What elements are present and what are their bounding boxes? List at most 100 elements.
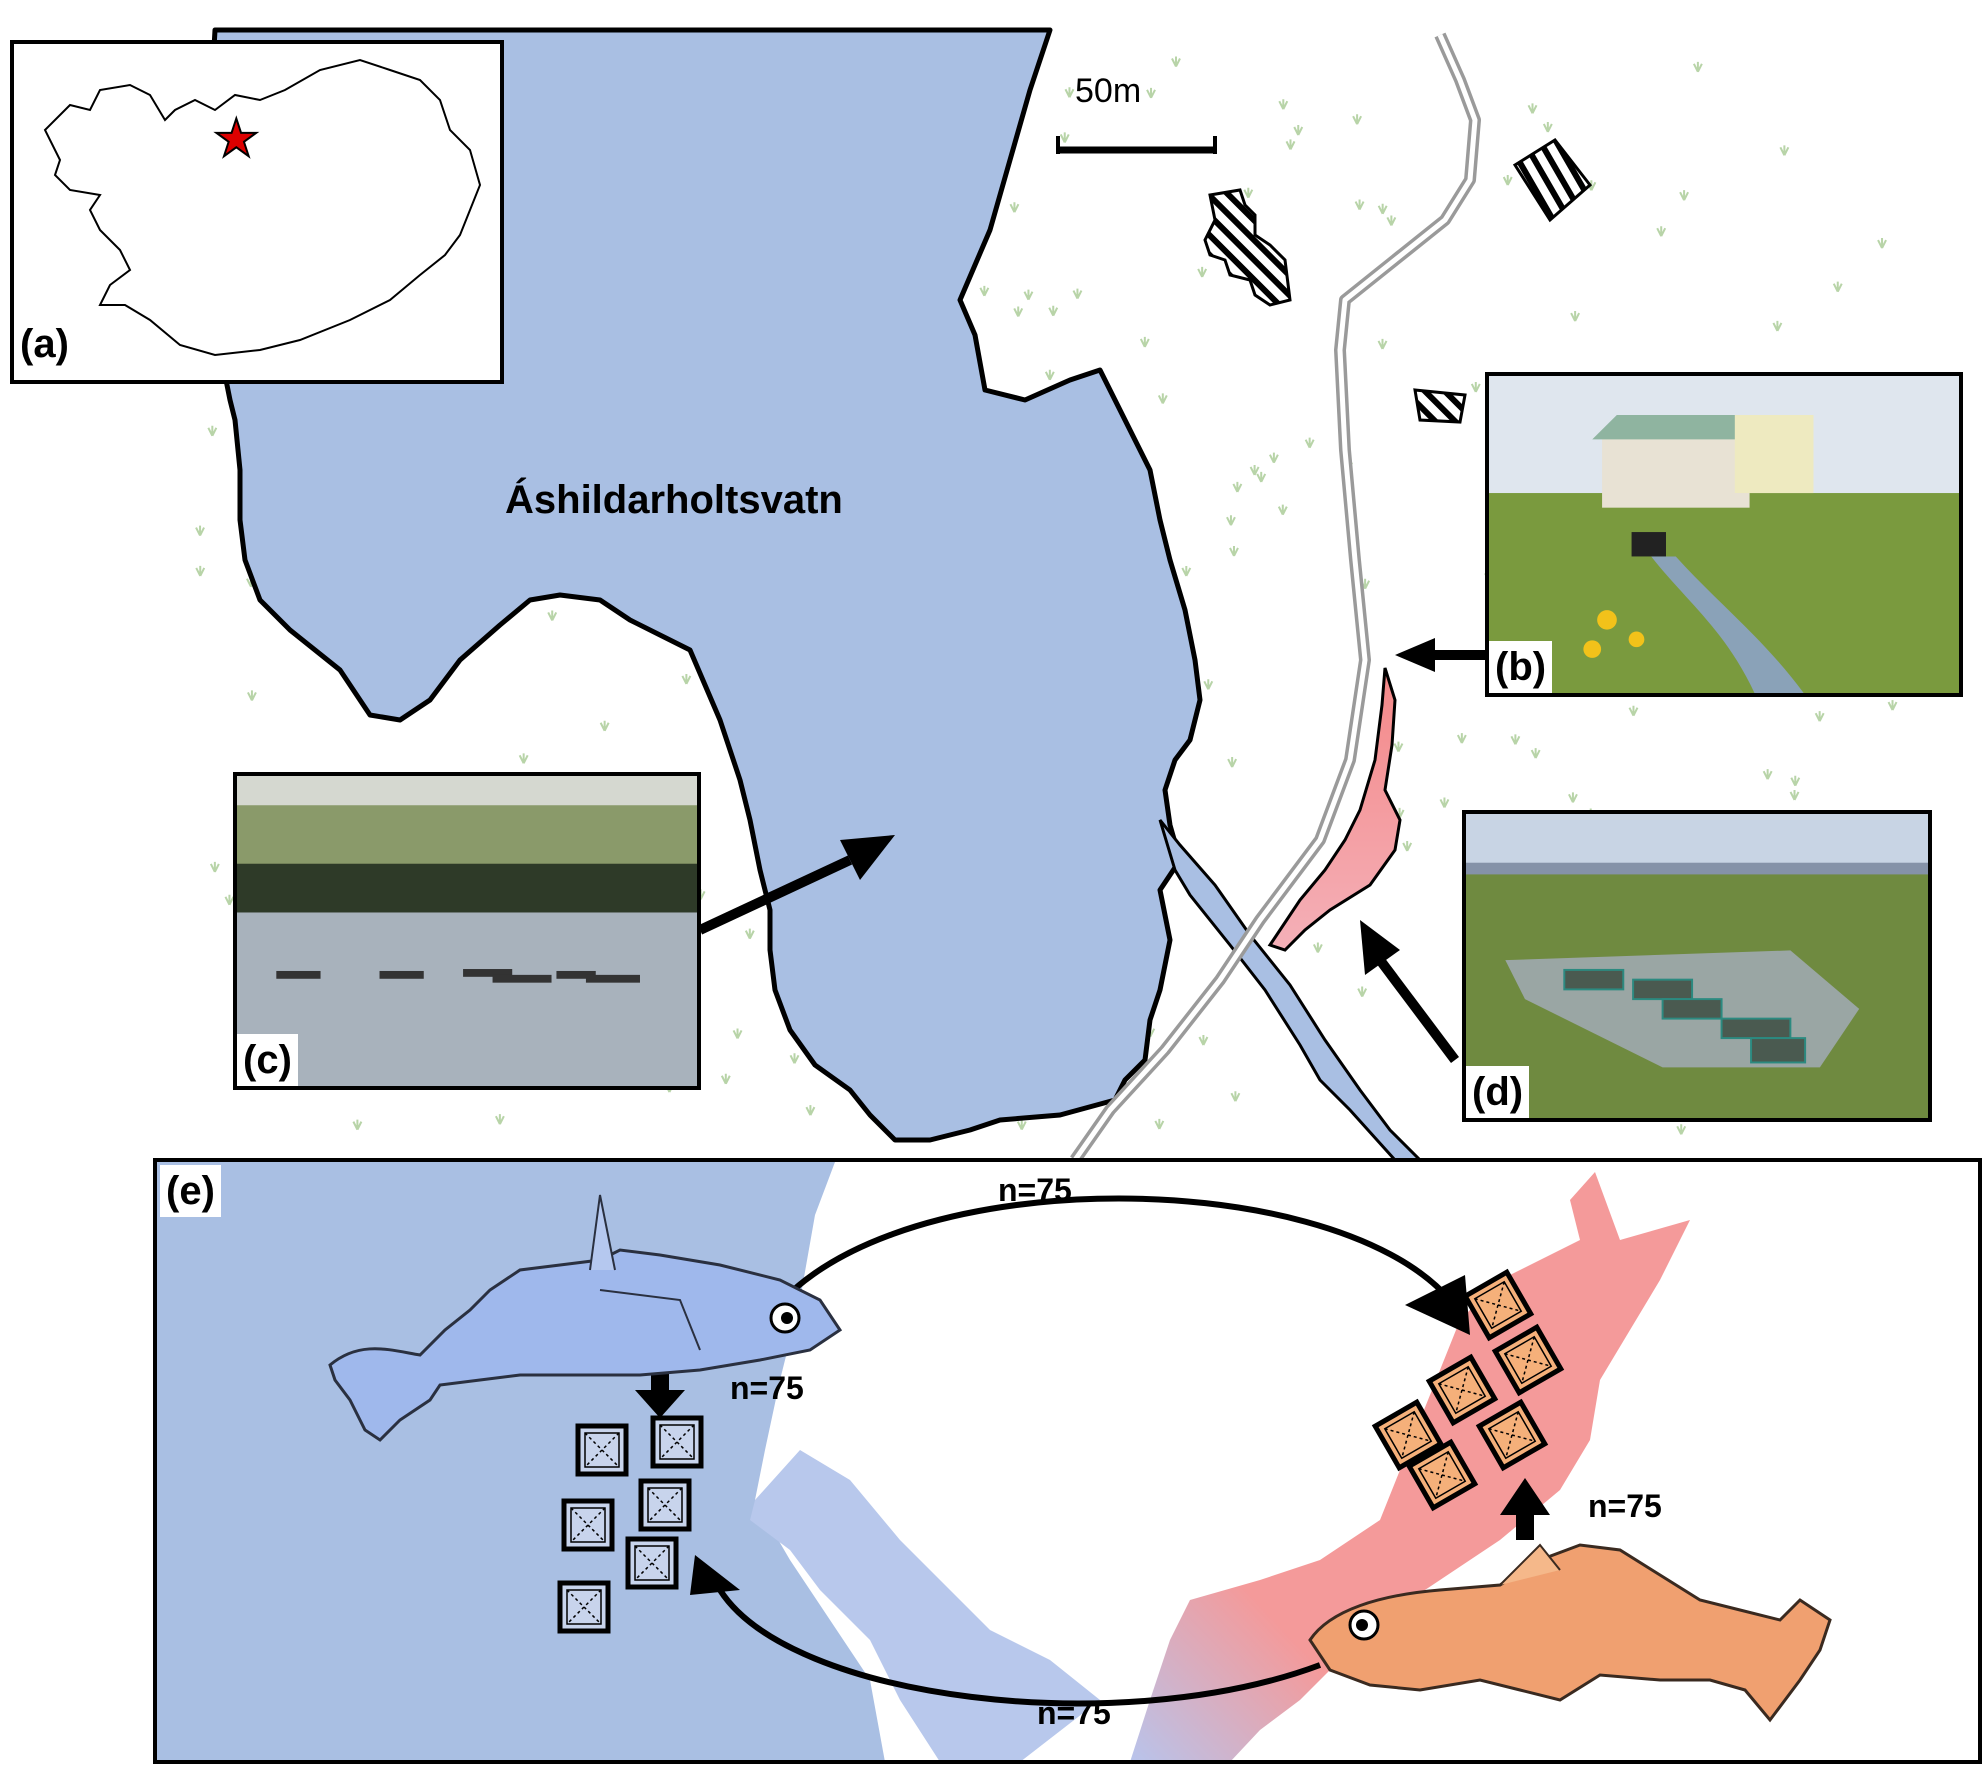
stream-cage — [1405, 1438, 1479, 1512]
grass-tuft — [1293, 124, 1304, 136]
red-star-icon: ★ — [212, 110, 261, 168]
e-outlet-area — [750, 1450, 1100, 1762]
grass-tuft — [1249, 464, 1260, 476]
lake-stickleback-fish — [328, 1194, 843, 1442]
building-1 — [1203, 188, 1292, 307]
grass-tuft — [1198, 1035, 1209, 1046]
grass-tuft — [720, 1073, 731, 1085]
grass-tuft — [1877, 238, 1887, 249]
grass-tuft — [1354, 199, 1365, 210]
grass-tuft — [599, 720, 610, 732]
grass-tuft — [1181, 565, 1192, 577]
arrow-to-d-site — [1376, 957, 1459, 1063]
grass-tuft — [1772, 320, 1783, 332]
panel-d-label: (d) — [1466, 1066, 1530, 1118]
grass-tuft — [1044, 369, 1055, 381]
building-2 — [1512, 138, 1593, 223]
grass-tuft — [518, 753, 529, 764]
grass-tuft — [1230, 1091, 1241, 1102]
grass-tuft — [1016, 1119, 1027, 1130]
grass-tuft — [1048, 305, 1059, 317]
panel-pointer-arrows — [697, 638, 1485, 1063]
grass-tuft — [1226, 515, 1236, 526]
grass-tuft — [1510, 734, 1521, 745]
panel-d-photo: (d) — [1462, 810, 1932, 1122]
arrow-to-c-site — [697, 855, 853, 935]
panel-b-label: (b) — [1489, 641, 1553, 693]
grass-tuft — [732, 1028, 743, 1039]
grass-tuft — [1676, 1124, 1687, 1135]
stream-cage — [1371, 1398, 1445, 1472]
lake-cage — [650, 1415, 704, 1469]
grass-tuft — [1692, 61, 1703, 73]
arrow-lake-to-stream — [757, 1195, 1453, 1332]
grass-tuft — [1456, 733, 1467, 744]
grass-tuft — [979, 285, 990, 297]
grass-tuft — [1832, 281, 1843, 293]
grass-tuft — [1009, 202, 1020, 213]
grass-tuft — [1377, 338, 1388, 350]
lake-cage — [638, 1478, 692, 1532]
grass-tuft — [1568, 792, 1578, 803]
lake-cage — [561, 1498, 615, 1552]
grass-tuft — [789, 1053, 800, 1064]
grass-tuft — [1059, 132, 1070, 143]
grass-tuft — [1157, 393, 1168, 404]
lake-cage — [625, 1536, 679, 1590]
n-stream-to-lake: n=75 — [1037, 1695, 1111, 1731]
grass-tuft — [1013, 306, 1024, 317]
grass-tuft — [547, 610, 558, 621]
grass-tuft — [1243, 187, 1254, 199]
grass-tuft — [494, 1114, 505, 1125]
grass-tuft — [1502, 175, 1513, 186]
stream-cage — [1425, 1353, 1499, 1427]
grass-tuft — [1229, 545, 1239, 557]
grass-tuft — [1227, 757, 1238, 768]
grass-tuft — [1171, 56, 1181, 67]
iceland-outline — [43, 58, 482, 357]
stream-stickleback-fish — [1308, 1543, 1832, 1723]
grass-tuft — [1139, 336, 1150, 348]
stream-cage-group — [1371, 1268, 1565, 1512]
grass-tuft — [1312, 942, 1323, 953]
stream-cage — [1475, 1398, 1549, 1472]
scale-bar — [1056, 136, 1217, 154]
grass-tuft — [209, 861, 220, 873]
grass-tuft — [1269, 452, 1279, 464]
grass-tuft — [1656, 226, 1667, 237]
n-stream-to-stream: n=75 — [1588, 1488, 1662, 1524]
grass-tuft — [195, 525, 205, 537]
grass-tuft — [1402, 840, 1413, 852]
panel-c-label: (c) — [237, 1034, 298, 1086]
lake-cage — [575, 1423, 629, 1477]
grass-tuft — [1779, 145, 1790, 156]
grass-tuft — [352, 1119, 363, 1131]
grass-tuft — [1530, 748, 1541, 759]
building-3 — [1413, 388, 1467, 424]
grass-tuft — [1023, 289, 1034, 301]
grass-tuft — [1542, 121, 1553, 133]
farm-buildings — [1203, 138, 1593, 424]
warm-stream — [1267, 667, 1402, 952]
grass-tuft — [207, 425, 218, 437]
grass-tuft — [1146, 87, 1156, 99]
grass-tuft — [195, 565, 206, 577]
grass-tuft — [224, 894, 235, 906]
grass-tuft — [1814, 711, 1825, 722]
panel-b-photo: (b) — [1485, 372, 1963, 697]
lake-cage-group — [557, 1415, 704, 1634]
arrow-stream-to-lake — [717, 1588, 1322, 1707]
lake-cage — [557, 1580, 611, 1634]
scale-bar-label: 50m — [1075, 72, 1142, 110]
grass-tuft — [1064, 87, 1075, 98]
grass-tuft — [1628, 705, 1639, 717]
panel-a-label: (a) — [14, 318, 75, 370]
grass-tuft — [1203, 679, 1214, 690]
grass-tuft — [1072, 288, 1083, 300]
grass-tuft — [1679, 190, 1689, 201]
grass-tuft — [744, 928, 755, 940]
grass-tuft — [1790, 775, 1801, 787]
grass-tuft — [681, 673, 692, 685]
grass-tuft — [1232, 481, 1243, 493]
